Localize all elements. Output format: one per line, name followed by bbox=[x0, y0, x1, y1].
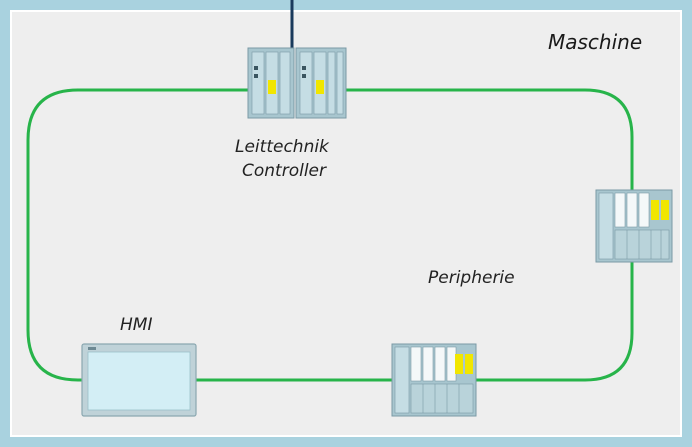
peripherals-label: Peripherie bbox=[428, 268, 515, 288]
io-module-icon[interactable] bbox=[595, 189, 673, 263]
controller-label-line1: Leittechnik bbox=[235, 137, 329, 157]
machine-label: Maschine bbox=[548, 30, 643, 54]
controller-label-line2: Controller bbox=[242, 161, 326, 181]
io-module-icon[interactable] bbox=[391, 343, 477, 417]
network-ring bbox=[26, 88, 634, 382]
hmi-panel-icon[interactable] bbox=[81, 343, 197, 417]
plc-controller-icon[interactable] bbox=[247, 47, 347, 119]
hmi-label: HMI bbox=[120, 315, 153, 335]
